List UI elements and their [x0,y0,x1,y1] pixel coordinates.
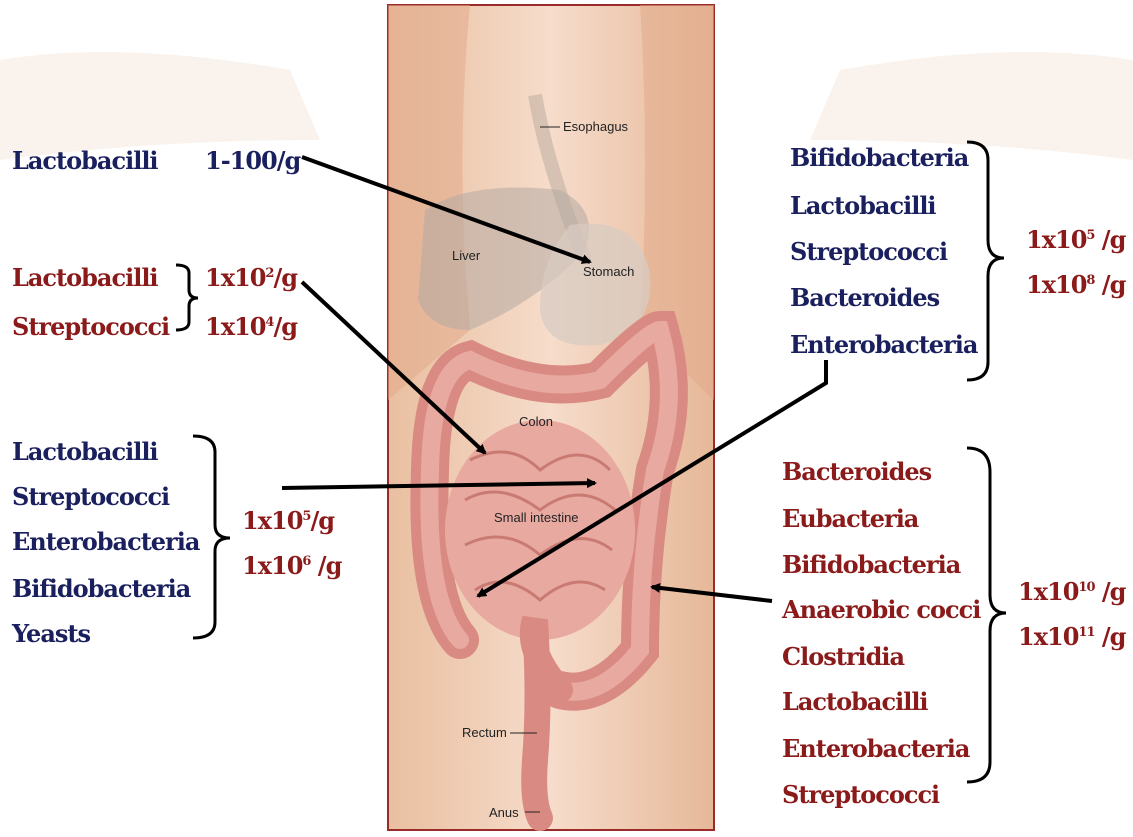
colon-organism-8: Streptococci [782,783,939,807]
stomach-count: 1-100/g [205,149,300,173]
duodenum-organism-2: Streptococci [12,315,169,339]
colon-organism-6: Lactobacilli [782,690,928,714]
ileum-count-2: 1x108 /g [1026,273,1125,297]
colon-organism-4: Anaerobic cocci [782,598,980,622]
ileum-count-1: 1x105 /g [1026,228,1125,252]
small-intestine-organism-3: Enterobacteria [12,530,199,554]
small-intestine-organism-4: Bifidobacteria [12,577,190,601]
duodenum-count-1: 1x102/g [205,266,297,290]
organ-label-stomach: Stomach [583,265,634,278]
ileum-organism-2: Lactobacilli [790,194,936,218]
colon-count-2: 1x1011 /g [1018,625,1125,649]
ileum-organism-3: Streptococci [790,240,947,264]
colon-organism-2: Eubacteria [782,507,918,531]
colon-organism-3: Bifidobacteria [782,553,960,577]
small-intestine-count-2: 1x106 /g [242,554,341,578]
colon-organism-5: Clostridia [782,645,904,669]
duodenum-organism-1: Lactobacilli [12,266,158,290]
organ-label-liver: Liver [452,249,480,262]
organ-label-esophagus: Esophagus [563,120,628,133]
organ-label-rectum: Rectum [462,726,507,739]
colon-count-1: 1x1010 /g [1018,580,1125,604]
colon-organism-7: Enterobacteria [782,737,969,761]
duodenum-bracket [176,265,198,330]
small-intestine-organism-1: Lactobacilli [12,440,158,464]
ileum-organism-5: Enterobacteria [790,333,977,357]
small-intestine-count-1: 1x105/g [242,509,334,533]
ileum-organism-4: Bacteroides [790,286,939,310]
small-intestine-organism-5: Yeasts [12,622,90,646]
organ-label-anus: Anus [489,806,519,819]
stomach-organism: Lactobacilli [12,149,158,173]
organ-label-colon: Colon [519,415,553,428]
duodenum-count-2: 1x104/g [205,315,297,339]
colon-organism-1: Bacteroides [782,460,931,484]
small-intestine-organism-2: Streptococci [12,485,169,509]
ileum-organism-1: Bifidobacteria [790,146,968,170]
small-intestine-shape [445,420,635,640]
organ-label-small-intestine: Small intestine [494,511,579,524]
